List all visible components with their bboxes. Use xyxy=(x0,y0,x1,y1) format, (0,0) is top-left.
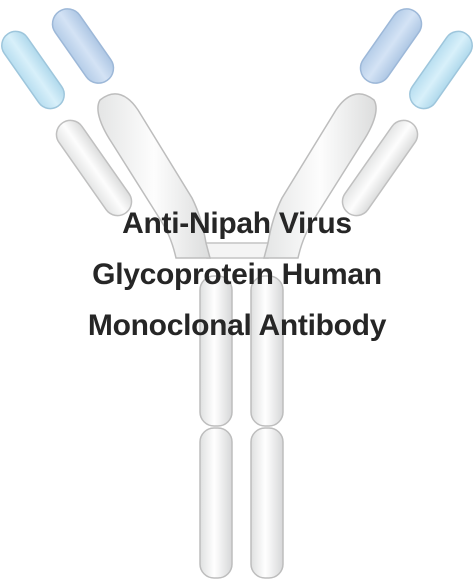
title-line-3: Monoclonal Antibody xyxy=(87,309,387,342)
fc-region xyxy=(199,275,284,579)
right-heavy-chain-arm xyxy=(263,8,423,259)
title-line-1: Anti-Nipah Virus xyxy=(122,207,352,240)
left-light-variable-domain xyxy=(1,30,65,110)
antibody-title: Anti-Nipah Virus Glycoprotein Human Mono… xyxy=(0,198,474,351)
right-heavy-variable-domain xyxy=(359,8,423,84)
right-light-chain xyxy=(341,30,473,217)
right-light-variable-domain xyxy=(409,30,473,110)
right-heavy-ch1-domain xyxy=(263,93,377,259)
right-light-constant-domain xyxy=(341,119,419,217)
title-line-2: Glycoprotein Human xyxy=(92,258,382,291)
left-heavy-ch1-domain xyxy=(97,93,211,259)
left-heavy-chain-arm xyxy=(51,8,211,259)
left-light-constant-domain xyxy=(55,119,133,217)
right-ch3-domain xyxy=(250,427,284,579)
right-ch2-domain xyxy=(250,275,284,427)
left-ch3-domain xyxy=(199,427,233,579)
left-light-chain xyxy=(1,30,133,217)
left-heavy-variable-domain xyxy=(51,8,115,84)
left-ch2-domain xyxy=(199,275,233,427)
